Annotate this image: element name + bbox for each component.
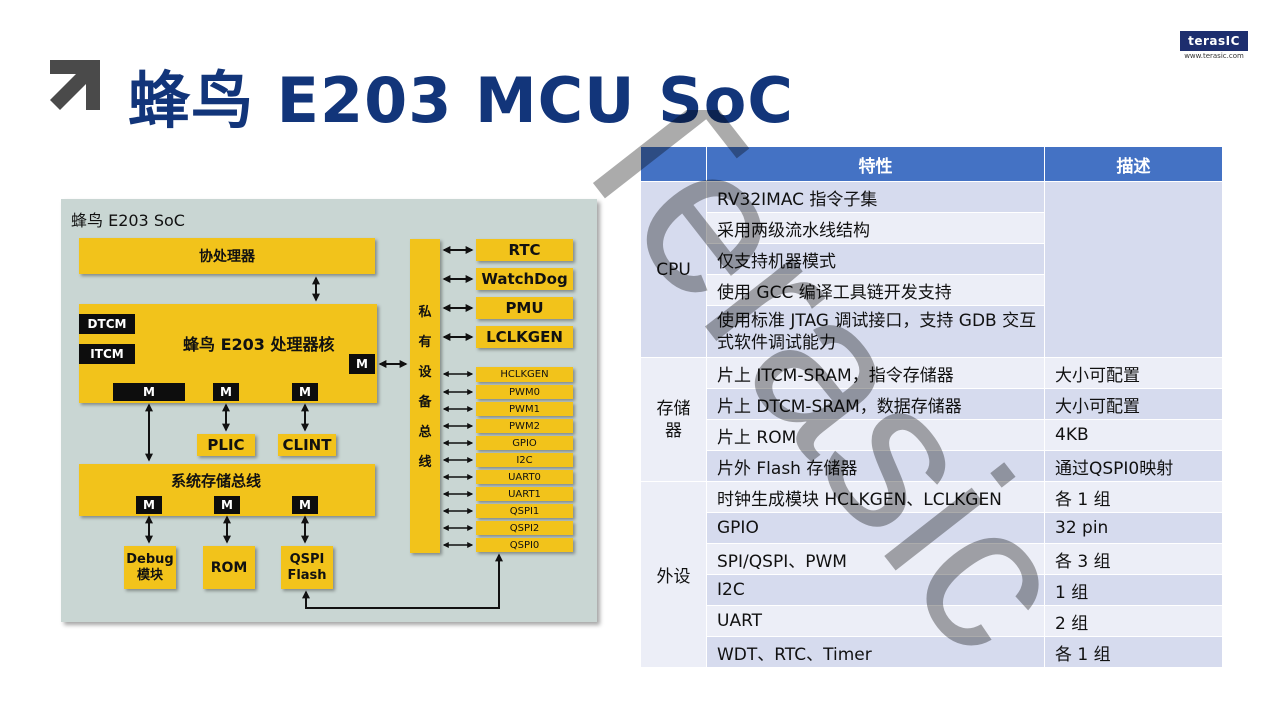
rom-block: ROM (203, 546, 255, 589)
header-feature: 特性 (706, 146, 1045, 182)
clint-block: CLINT (278, 434, 336, 456)
table-row: 片外 Flash 存储器 通过QSPI0映射 (641, 450, 1223, 482)
peripheral-qspi1: QSPI1 (476, 504, 573, 518)
table-row: WDT、RTC、Timer 各 1 组 (641, 636, 1223, 668)
feature-cell: 采用两级流水线结构 (706, 212, 1045, 244)
bus-char: 线 (418, 455, 432, 470)
system-bus-label: 系统存储总线 (171, 472, 262, 490)
logo-brand: terasIC (1180, 31, 1248, 51)
feature-cell: RV32IMAC 指令子集 (706, 181, 1045, 213)
description-cell (1044, 181, 1223, 358)
arrow-up-right-icon (50, 60, 100, 110)
bus-char: 设 (418, 365, 432, 380)
slide-title: 蜂鸟 E203 MCU SoC (128, 64, 794, 137)
private-device-bus: 私 有 设 备 总 线 (410, 239, 440, 553)
peripheral-uart0: UART0 (476, 470, 573, 484)
logo-url: www.terasic.com (1184, 52, 1244, 60)
coprocessor-block: 协处理器 (79, 238, 375, 274)
feature-cell: SPI/QSPI、PWM (706, 543, 1045, 575)
peripheral-i2c: I2C (476, 453, 573, 467)
table-row: 存储器 片上 ITCM-SRAM，指令存储器 大小可配置 (640, 357, 1223, 482)
table-row: 使用 GCC 编译工具链开发支持 (641, 274, 1223, 306)
core-master-port-2: M (213, 383, 239, 401)
feature-cell: 使用 GCC 编译工具链开发支持 (706, 274, 1045, 306)
feature-cell: 时钟生成模块 HCLKGEN、LCLKGEN (706, 481, 1045, 513)
table-row: 外设 时钟生成模块 HCLKGEN、LCLKGEN 各 1 组 (640, 481, 1223, 668)
description-cell: 4KB (1044, 419, 1223, 451)
description-cell: 32 pin (1044, 512, 1223, 544)
bus-master-port-1: M (136, 496, 162, 514)
peripheral-pwm2: PWM2 (476, 419, 573, 433)
table-row: I2C 1 组 (641, 574, 1223, 606)
peripheral-lclkgen: LCLKGEN (476, 326, 573, 348)
description-cell: 大小可配置 (1044, 357, 1223, 389)
table-row: 片上 ROM 4KB (641, 419, 1223, 451)
spec-table: 特性 描述 CPU RV32IMAC 指令子集 采用两级流水线结构 仅支持机器模… (640, 146, 1223, 668)
peripheral-pwm1: PWM1 (476, 402, 573, 416)
feature-cell: 片上 ITCM-SRAM，指令存储器 (706, 357, 1045, 389)
terasic-logo: terasIC www.terasic.com (1180, 31, 1248, 65)
category-cpu: CPU (640, 181, 707, 358)
feature-cell: 使用标准 JTAG 调试接口，支持 GDB 交互式软件调试能力 (706, 305, 1045, 358)
peripheral-gpio: GPIO (476, 436, 573, 450)
feature-cell: I2C (706, 574, 1045, 606)
table-row: 采用两级流水线结构 (641, 212, 1223, 244)
description-cell: 各 1 组 (1044, 481, 1223, 513)
peripheral-qspi0: QSPI0 (476, 538, 573, 552)
feature-cell: 片上 ROM (706, 419, 1045, 451)
table-row: SPI/QSPI、PWM 各 3 组 (641, 543, 1223, 575)
plic-block: PLIC (197, 434, 255, 456)
soc-block-diagram: 蜂鸟 E203 SoC 协处理器 蜂鸟 E203 处理器核 DTCM ITCM … (61, 199, 597, 622)
description-cell: 1 组 (1044, 574, 1223, 606)
category-storage: 存储器 (640, 357, 707, 482)
description-cell: 大小可配置 (1044, 388, 1223, 420)
debug-module-block: Debug 模块 (124, 546, 176, 589)
core-label: 蜂鸟 E203 处理器核 (183, 335, 335, 354)
table-row: CPU RV32IMAC 指令子集 (640, 181, 1223, 358)
bus-master-port-3: M (292, 496, 318, 514)
feature-cell: UART (706, 605, 1045, 637)
bus-char: 有 (418, 335, 432, 350)
description-cell: 通过QSPI0映射 (1044, 450, 1223, 482)
table-row: 使用标准 JTAG 调试接口，支持 GDB 交互式软件调试能力 (641, 305, 1223, 358)
bus-char: 私 (418, 305, 432, 320)
connector-arrows (145, 246, 503, 609)
peripheral-pwm0: PWM0 (476, 385, 573, 399)
header-blank (640, 146, 707, 182)
feature-cell: 仅支持机器模式 (706, 243, 1045, 275)
core-master-port-right: M (349, 354, 375, 374)
description-cell: 各 1 组 (1044, 636, 1223, 668)
dtcm-block: DTCM (79, 314, 135, 334)
diagram-title: 蜂鸟 E203 SoC (71, 211, 185, 230)
core-master-port-3: M (292, 383, 318, 401)
peripheral-uart1: UART1 (476, 487, 573, 501)
bus-char: 备 (418, 395, 432, 410)
feature-cell: 片上 DTCM-SRAM，数据存储器 (706, 388, 1045, 420)
table-row: UART 2 组 (641, 605, 1223, 637)
description-cell: 各 3 组 (1044, 543, 1223, 575)
feature-cell: GPIO (706, 512, 1045, 544)
peripheral-qspi2: QSPI2 (476, 521, 573, 535)
description-cell: 2 组 (1044, 605, 1223, 637)
core-master-port-1: M (113, 383, 185, 401)
bus-master-port-2: M (214, 496, 240, 514)
table-row: 仅支持机器模式 (641, 243, 1223, 275)
bus-char: 总 (418, 425, 432, 440)
itcm-block: ITCM (79, 344, 135, 364)
peripheral-hclkgen: HCLKGEN (476, 367, 573, 382)
category-peripheral: 外设 (640, 481, 707, 668)
peripheral-pmu: PMU (476, 297, 573, 319)
feature-cell: WDT、RTC、Timer (706, 636, 1045, 668)
table-row: GPIO 32 pin (641, 512, 1223, 544)
table-row: 片上 DTCM-SRAM，数据存储器 大小可配置 (641, 388, 1223, 420)
header-description: 描述 (1044, 146, 1223, 182)
peripheral-watchdog: WatchDog (476, 268, 573, 290)
feature-cell: 片外 Flash 存储器 (706, 450, 1045, 482)
system-bus-block: 系统存储总线 (79, 464, 375, 516)
peripheral-rtc: RTC (476, 239, 573, 261)
